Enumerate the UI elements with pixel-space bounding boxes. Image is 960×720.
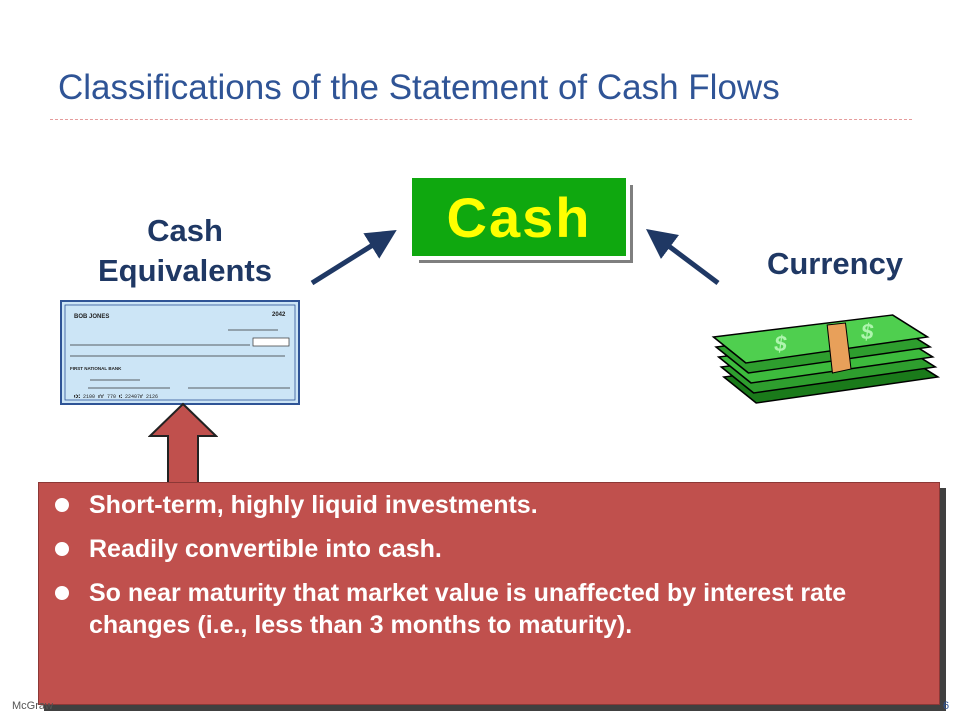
check-illustration: BOB JONES 2042 FIRST NATIONAL BANK ⑆⑆ 21…: [60, 300, 300, 405]
check-micr: ⑆⑆ 2100 ⑈⑈ 770 ⑆ 22407⑈ 2126: [74, 394, 158, 400]
money-stack-icon: $ $: [711, 314, 941, 404]
bullet-text: Short-term, highly liquid investments.: [89, 491, 538, 519]
bullet-icon: [55, 586, 69, 600]
bullet-text: Readily convertible into cash.: [89, 535, 442, 563]
svg-text:$: $: [860, 319, 876, 344]
arrow-up-left-icon: [646, 229, 720, 285]
cash-label: Cash: [446, 185, 592, 249]
list-item: So near maturity that market value is un…: [55, 577, 919, 641]
callout-list: Short-term, highly liquid investments. R…: [39, 483, 939, 641]
arrow-up-right-icon: [310, 230, 397, 286]
callout-box: Short-term, highly liquid investments. R…: [38, 482, 940, 705]
list-item: Short-term, highly liquid investments.: [55, 489, 919, 521]
check-number: 2042: [272, 312, 286, 318]
footer-publisher: McGraw: [12, 700, 53, 712]
bullet-text: So near maturity that market value is un…: [89, 579, 847, 639]
slide-number: 6: [943, 700, 950, 712]
arrow-up-icon: [148, 402, 218, 489]
cash-equivalents-label: Cash Equivalents: [75, 211, 295, 291]
title-divider: [50, 119, 912, 120]
cash-box: Cash: [412, 178, 626, 256]
bullet-icon: [55, 542, 69, 556]
check-name: BOB JONES: [74, 314, 109, 320]
check-bank: FIRST NATIONAL BANK: [70, 366, 122, 371]
list-item: Readily convertible into cash.: [55, 533, 919, 565]
svg-text:$: $: [773, 331, 789, 356]
slide-title: Classifications of the Statement of Cash…: [58, 68, 780, 107]
cash-equivalents-line2: Equivalents: [98, 253, 272, 288]
bullet-icon: [55, 498, 69, 512]
cash-equivalents-line1: Cash: [147, 213, 223, 248]
currency-label: Currency: [766, 246, 904, 281]
